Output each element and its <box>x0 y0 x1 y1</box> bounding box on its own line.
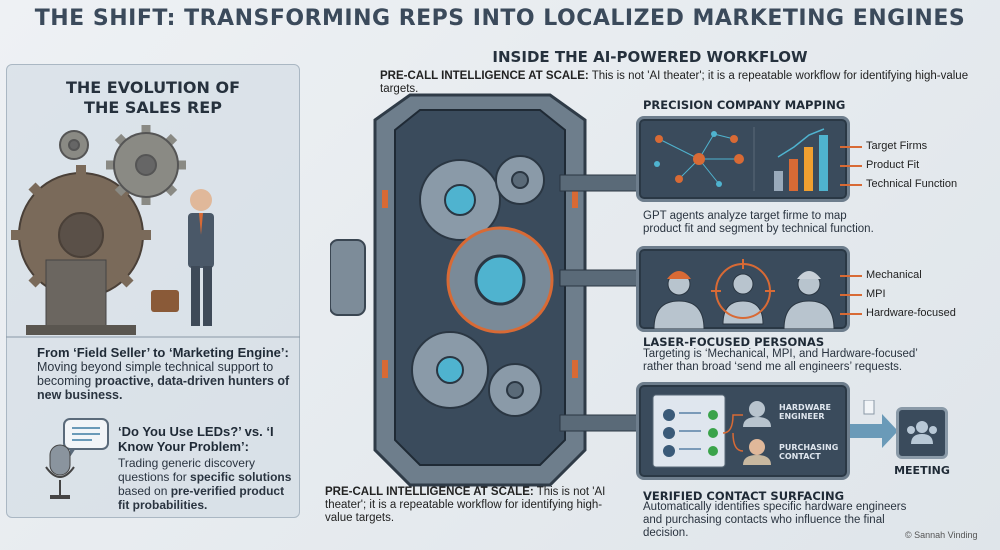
pipe-to-personas <box>559 269 640 287</box>
briefcase-icon <box>151 290 179 312</box>
point-leds: ‘Do You Use LEDs?’ vs. ‘I Know Your Prob… <box>118 424 293 512</box>
section-heading: LASER-FOCUSED PERSONAS <box>643 335 825 349</box>
section-description: Automatically identifies specific hardwa… <box>643 501 907 539</box>
section-description: GPT agents analyze target firme to map p… <box>643 210 874 235</box>
workflow-title: INSIDE THE AI-POWERED WORKFLOW <box>492 48 808 66</box>
point-text-bold: specific solutions <box>190 470 292 484</box>
microphone-speech-icon <box>45 418 109 499</box>
ai-machine-illustration <box>330 93 640 487</box>
point-heading: From ‘Field Seller’ to ‘Marketing Engine… <box>37 345 289 360</box>
personas-screen <box>636 246 850 332</box>
point-text: based on <box>118 484 171 498</box>
point-field-seller: From ‘Field Seller’ to ‘Marketing Engine… <box>37 345 292 402</box>
contact-list-icon <box>652 394 771 468</box>
meeting-box <box>896 407 948 459</box>
page-title: THE SHIFT: TRANSFORMING REPS INTO LOCALI… <box>34 6 966 31</box>
contacts-screen: HARDWARE ENGINEER PURCHASING CONTACT <box>636 382 850 480</box>
gear-base <box>45 259 107 331</box>
label-mechanical: Mechanical <box>840 269 922 281</box>
workflow-intro: PRE-CALL INTELLIGENCE AT SCALE: This is … <box>380 70 995 96</box>
section-heading: VERIFIED CONTACT SURFACING <box>643 489 845 503</box>
label-mpi: MPI <box>840 288 886 300</box>
point-heading: ‘Do You Use LEDs?’ vs. ‘I Know Your Prob… <box>118 424 274 454</box>
workflow-bottom-caption: PRE-CALL INTELLIGENCE AT SCALE: This is … <box>325 486 615 525</box>
copyright: © Sannah Vinding <box>905 530 978 540</box>
label-technical-function: Technical Function <box>839 178 958 190</box>
company-mapping-screen <box>636 116 850 202</box>
sales-rep-illustration <box>6 125 300 338</box>
section-heading: PRECISION COMPANY MAPPING <box>643 98 846 112</box>
caption-text: This is not 'AI theater'; it is a repeat… <box>325 486 606 524</box>
contact-role-purchasing-contact: PURCHASING CONTACT <box>779 443 839 461</box>
point-text-bold: pre-verified product fit probabilities. <box>118 484 285 512</box>
network-and-bar-chart-icon <box>654 127 828 191</box>
intro-bold: PRE-CALL INTELLIGENCE AT SCALE: <box>380 70 589 82</box>
pipe-to-mapping <box>559 174 640 192</box>
point-text: Trading generic discovery questions for <box>118 456 255 484</box>
label-target-firms: Target Firms <box>839 140 928 152</box>
machine-inlet-pipe <box>330 239 366 316</box>
businessman-figure <box>151 189 214 326</box>
people-group-icon <box>907 421 937 444</box>
caption-bold: PRE-CALL INTELLIGENCE AT SCALE: <box>325 486 534 498</box>
gear-icon <box>411 155 545 417</box>
contact-role-hardware-engineer: HARDWARE ENGINEER <box>779 403 831 421</box>
label-product-fit: Product Fit <box>839 159 920 171</box>
section-description: Targeting is ‘Mechanical, MPI, and Hardw… <box>643 348 918 373</box>
small-gear-icon <box>59 130 89 160</box>
arrow-to-meeting-icon <box>850 400 898 448</box>
point-text: Moving beyond simple technical support t… <box>37 360 274 388</box>
evolution-title: THE EVOLUTION OF THE SALES REP <box>66 78 241 117</box>
pipe-to-contacts <box>559 414 640 432</box>
label-hardware-focused: Hardware-focused <box>840 307 956 319</box>
persona-figures-icon <box>653 259 835 330</box>
point-text-bold: proactive, data-driven hunters of new bu… <box>37 374 290 402</box>
intro-text: This is not 'AI theater'; it is a repeat… <box>380 70 969 95</box>
medium-gear-icon <box>106 125 186 205</box>
meeting-label: MEETING <box>894 464 950 477</box>
